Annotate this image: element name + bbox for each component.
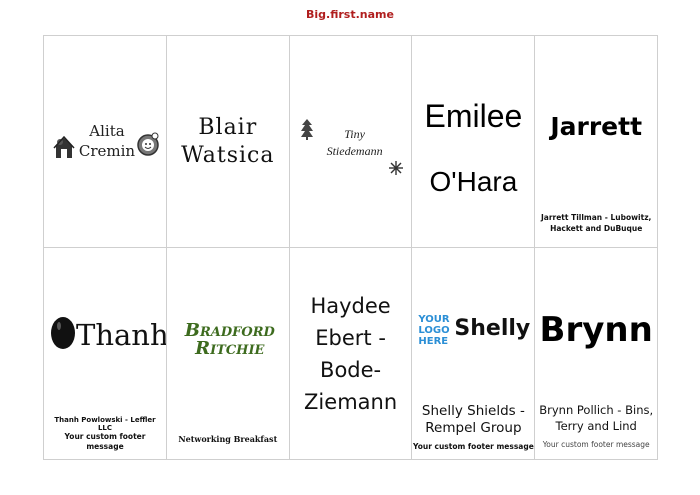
- badge-footer: Thanh Powlowski - Leffler LLC: [54, 416, 156, 432]
- badge-footer: Jarrett Tillman - Lubowitz, Hackett and …: [540, 213, 652, 233]
- badge-name: Blair Watsica: [181, 115, 275, 168]
- badge-last-name: O'Hara: [429, 166, 518, 197]
- logo-placeholder: YOUR LOGO HERE: [418, 314, 450, 347]
- footer-message: Your custom footer message: [542, 440, 650, 449]
- badge-card-4[interactable]: Emilee O'Hara: [412, 36, 536, 248]
- egg-icon: [50, 314, 76, 354]
- footer-message: Networking Breakfast: [178, 434, 278, 444]
- badge-first-name: Emilee: [424, 98, 523, 134]
- badge-card-6[interactable]: Thanh Thanh Powlowski - Leffler LLC Your…: [44, 248, 167, 460]
- badge-name: Tiny Stiedemann: [326, 127, 383, 158]
- pine-tree-icon: [300, 118, 314, 144]
- badge-card-8[interactable]: Haydee Ebert - Bode- Ziemann: [289, 248, 413, 460]
- badge-name: Haydee Ebert - Bode- Ziemann: [304, 294, 398, 414]
- badge-footer: Shelly Shields - Rempel Group: [421, 403, 525, 436]
- badge-card-7[interactable]: Bradford Ritchie Networking Breakfast: [166, 248, 290, 460]
- badge-card-5[interactable]: Jarrett Jarrett Tillman - Lubowitz, Hack…: [535, 36, 658, 248]
- badge-name: Alita Cremin: [78, 122, 136, 160]
- badge-card-1[interactable]: Alita Cremin: [44, 36, 167, 248]
- badge-name: Bradford Ritchie: [184, 320, 275, 359]
- badge-name: Thanh: [76, 318, 167, 352]
- snowflake-icon: [388, 160, 404, 180]
- page-title: Big.first.name: [306, 8, 394, 21]
- badge-name: Shelly: [454, 316, 531, 341]
- footer-message: Your custom footer message: [412, 442, 534, 451]
- badge-sheet: Alita Cremin Blair Watsica Tiny Stiedema…: [43, 35, 658, 460]
- footer-message: Your custom footer message: [64, 432, 146, 451]
- cat-house-icon: [52, 134, 76, 164]
- badge-name: Brynn: [539, 310, 653, 350]
- badge-card-2[interactable]: Blair Watsica: [166, 36, 290, 248]
- badge-card-3[interactable]: Tiny Stiedemann: [289, 36, 413, 248]
- badge-name: Jarrett: [550, 112, 643, 141]
- badge-card-10[interactable]: Brynn Brynn Pollich - Bins, Terry and Li…: [535, 248, 658, 460]
- badge-card-9[interactable]: YOUR LOGO HERE Shelly Shelly Shields - R…: [412, 248, 536, 460]
- badge-footer: Brynn Pollich - Bins, Terry and Lind: [539, 403, 654, 433]
- smile-face-icon: [136, 130, 160, 162]
